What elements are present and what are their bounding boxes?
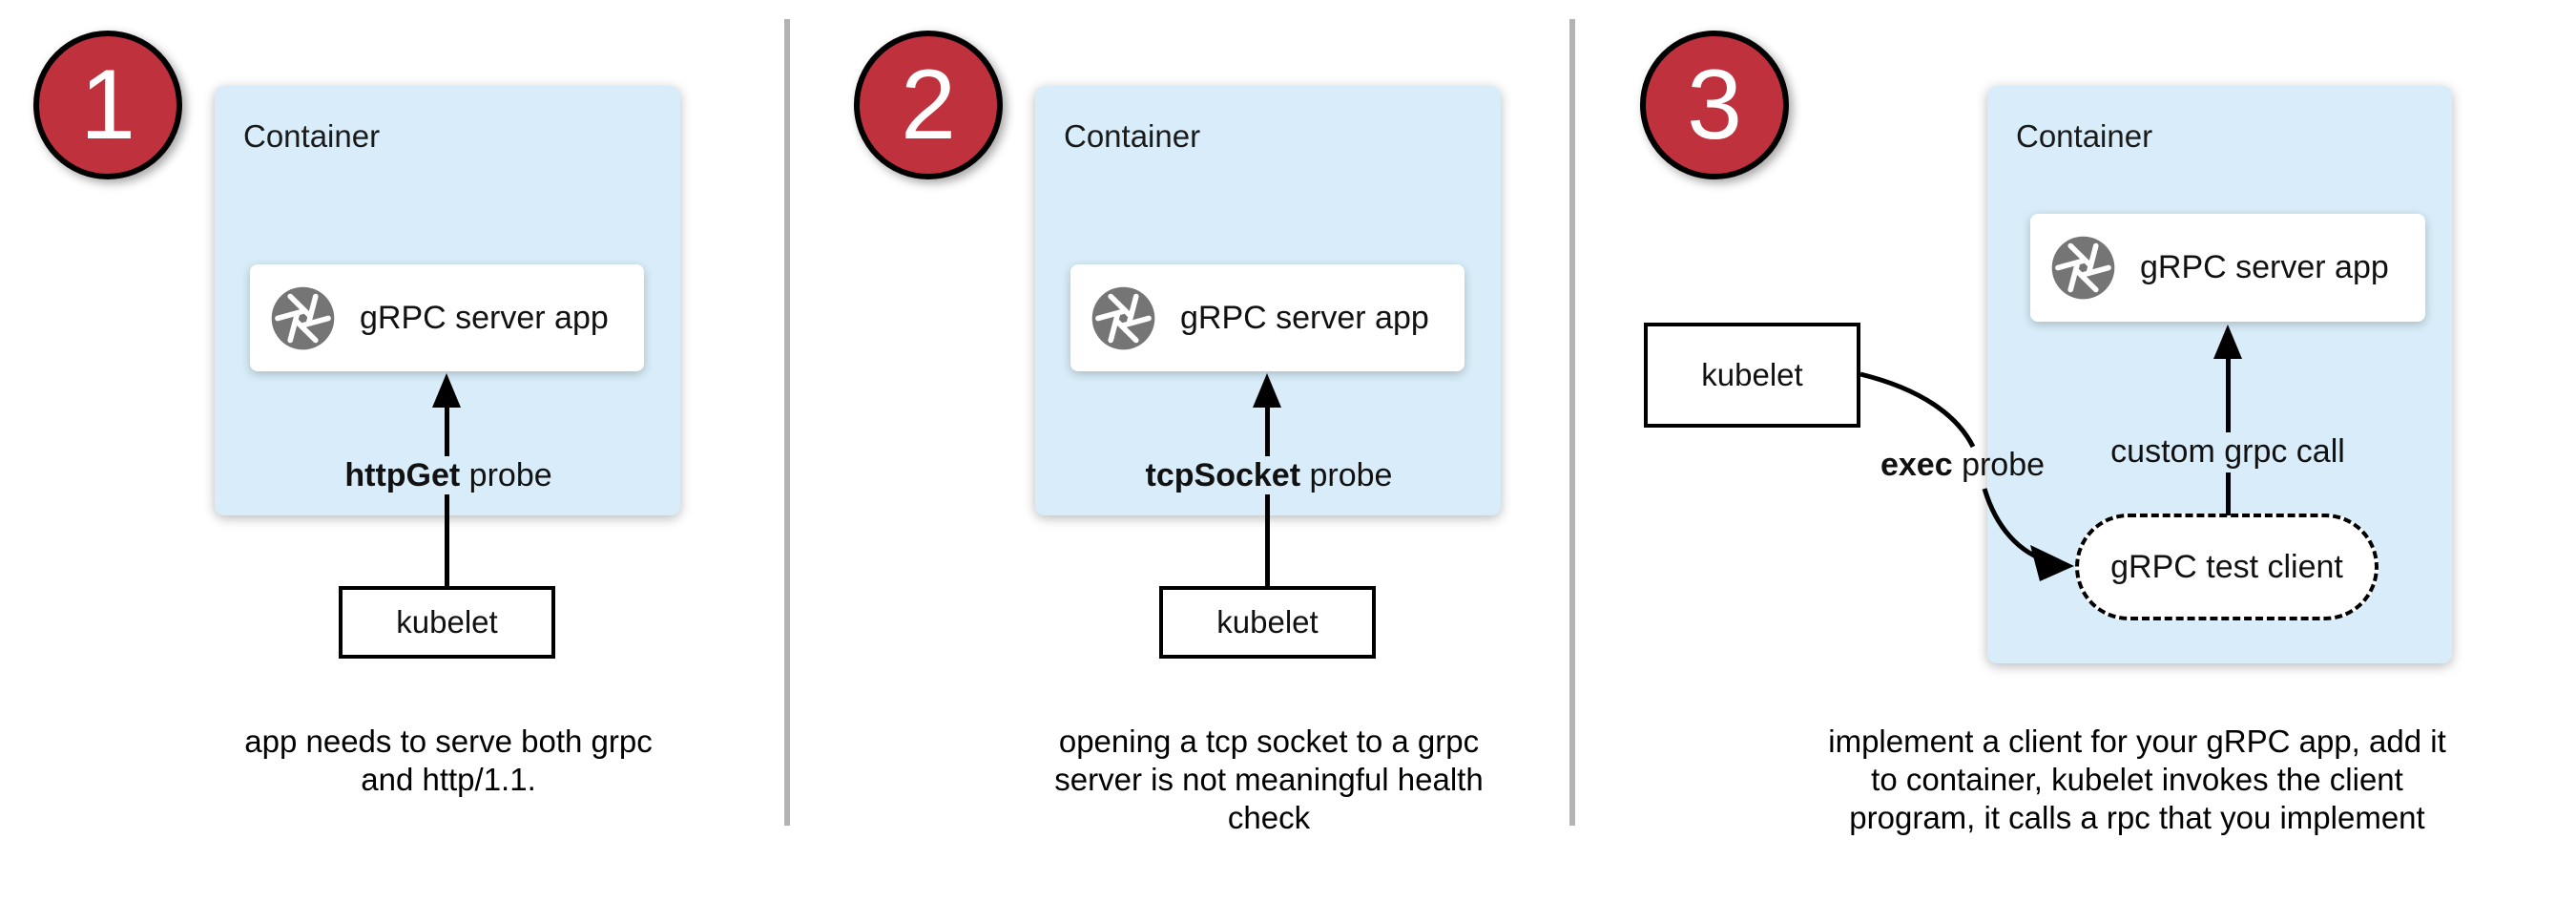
probe-name: exec — [1880, 447, 1953, 483]
arrow-shaft-upper-3 — [2226, 356, 2231, 432]
caption-line: opening a tcp socket to a grpc — [1058, 724, 1480, 759]
arrow-shaft-upper-1 — [445, 405, 449, 456]
arrow-shaft-lower-3 — [2226, 472, 2231, 515]
container-label-2: Container — [1064, 118, 1201, 154]
kubelet-box-3: kubelet — [1644, 323, 1860, 428]
grpc-server-app-label: gRPC server app — [360, 299, 609, 336]
probe-word: probe — [1962, 447, 2046, 483]
grpc-test-client-label: gRPC test client — [2110, 548, 2343, 585]
grpc-server-app-box-1: gRPC server app — [250, 264, 644, 371]
probe-word: probe — [1309, 457, 1393, 493]
arrow-up-head-3 — [2213, 325, 2242, 359]
caption-line: server is not meaningful health — [1054, 762, 1484, 797]
caption-line: and http/1.1. — [361, 762, 536, 797]
arrow-up-head-2 — [1253, 373, 1281, 408]
probe-name: httpGet — [344, 457, 461, 493]
probe-label-2: tcpSocket probe — [1146, 456, 1393, 494]
probe-label-3: exec probe — [1880, 446, 2045, 484]
grpc-server-app-label: gRPC server app — [2140, 249, 2389, 285]
grpc-test-client-box: gRPC test client — [2075, 514, 2379, 620]
grpc-server-app-box-2: gRPC server app — [1070, 264, 1465, 371]
aperture-icon — [271, 286, 335, 349]
divider-2 — [1569, 19, 1575, 826]
caption-line: implement a client for your gRPC app, ad… — [1828, 724, 2446, 759]
arrow-shaft-upper-2 — [1265, 405, 1270, 456]
probe-word: probe — [468, 457, 552, 493]
divider-1 — [784, 19, 790, 826]
step-badge-1: 1 — [33, 31, 182, 179]
kubelet-label: kubelet — [396, 604, 498, 640]
custom-grpc-call-label: custom grpc call — [2110, 433, 2345, 470]
caption-2: opening a tcp socket to a grpc server is… — [1054, 723, 1483, 837]
probe-label-1: httpGet probe — [344, 456, 551, 494]
probe-name: tcpSocket — [1145, 457, 1301, 493]
aperture-icon — [1091, 286, 1155, 349]
kubelet-label: kubelet — [1216, 604, 1319, 640]
step-badge-3: 3 — [1640, 31, 1789, 179]
caption-line: program, it calls a rpc that you impleme… — [1849, 800, 2425, 835]
step-number: 3 — [1687, 50, 1742, 160]
step-number: 1 — [80, 50, 135, 160]
caption-line: app needs to serve both grpc — [244, 724, 653, 759]
arrow-shaft-lower-2 — [1265, 494, 1270, 586]
container-label-3: Container — [2016, 118, 2153, 154]
aperture-icon — [2051, 236, 2115, 300]
caption-1: app needs to serve both grpc and http/1.… — [244, 723, 652, 799]
grpc-server-app-label: gRPC server app — [1180, 299, 1429, 336]
arrow-shaft-lower-1 — [445, 494, 449, 586]
caption-line: to container, kubelet invokes the client — [1871, 762, 2403, 797]
kubelet-box-2: kubelet — [1159, 586, 1376, 659]
caption-line: check — [1227, 800, 1311, 835]
arrow-up-head-1 — [432, 373, 461, 408]
step-number: 2 — [901, 50, 956, 160]
caption-3: implement a client for your gRPC app, ad… — [1828, 723, 2445, 837]
kubelet-label: kubelet — [1701, 357, 1803, 392]
grpc-server-app-box-3: gRPC server app — [2030, 214, 2425, 322]
kubelet-box-1: kubelet — [339, 586, 555, 659]
container-label-1: Container — [243, 118, 381, 154]
step-badge-2: 2 — [854, 31, 1003, 179]
